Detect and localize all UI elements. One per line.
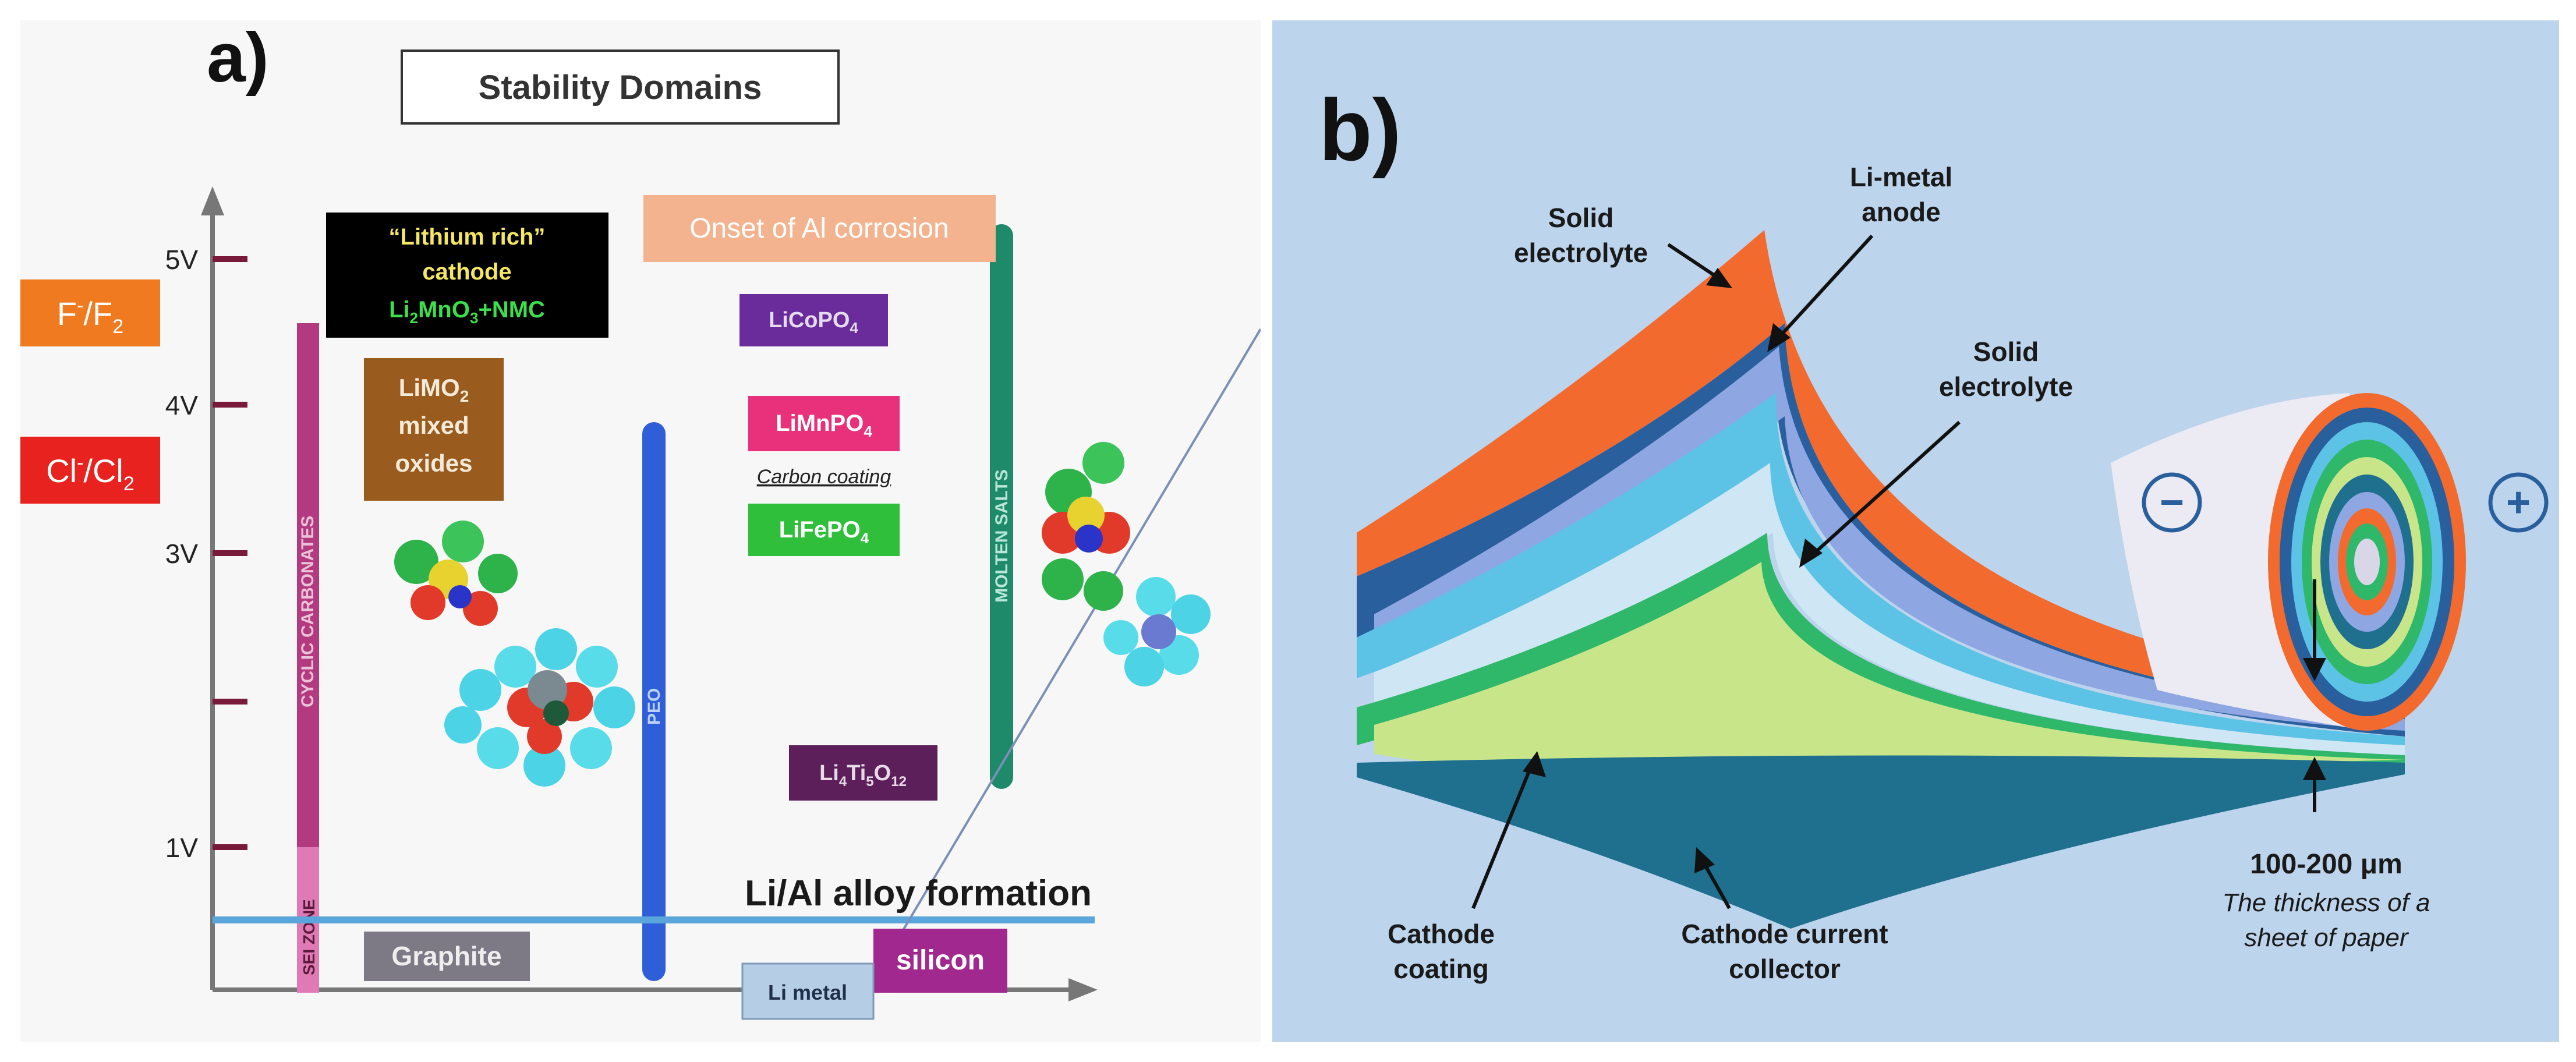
chlorine-couple-box [20,437,160,504]
positive-terminal-icon [2488,472,2549,533]
limo2-line1: LiMO2 [399,374,469,405]
limnpo4-label: LiMnPO4 [776,410,872,440]
limo2-line2: mixed [398,412,469,439]
label-solid-electrolyte-top-2: electrolyte [1514,238,1648,268]
arrowhead-cathode-current-collector [1694,847,1715,873]
chlorine-couple-label: Cl-/Cl2 [46,452,135,495]
layer-electrolyte-face [1374,463,2405,755]
li4ti5o12-label: Li4Ti5O12 [819,761,907,790]
label-solid-electrolyte-mid-1: Solid [1973,337,2039,367]
silicon-label: silicon [896,945,985,976]
cyclic-carbonates-label: CYCLIC CARBONATES [298,516,317,707]
layer-cathode-coating-edge [1357,533,2405,769]
negative-terminal-icon [2142,472,2202,533]
layer-stack [1357,230,2405,929]
arrow-solid-electrolyte-mid [1806,420,1961,561]
li-al-alloy-label: Li/Al alloy formation [745,873,1092,914]
arrow-li-metal-anode [1774,234,1874,342]
lifepo4-label: LiFePO4 [779,517,869,547]
negative-terminal-label: − [2160,479,2184,526]
carbon-coating-label: Carbon coating [757,466,891,488]
label-cathode-coating-2: coating [1393,954,1489,984]
lithium-rich-line1: “Lithium rich” [389,224,546,250]
arrow-cathode-coating [1471,764,1533,909]
thickness-value: 100-200 μm [2250,849,2402,880]
tick-label-3v: 3V [165,539,199,569]
roll-core [2354,539,2380,585]
arrowhead-solid-electrolyte-mid [1799,539,1823,568]
molten-salts-bar [990,224,1013,789]
label-cathode-coating-1: Cathode [1388,919,1495,949]
layer-solid-electrolyte-mid [1357,393,2405,754]
label-solid-electrolyte-top-1: Solid [1548,203,1613,233]
title: Stability Domains [479,69,762,107]
arrow-cathode-current-collector [1701,861,1731,909]
layer-cathode-coating [1374,562,2405,778]
positive-terminal-label: + [2506,479,2531,526]
li-metal-box [741,962,875,1020]
arrow-solid-electrolyte-top [1667,243,1722,281]
limnpo4-box [748,396,900,451]
limo2-box [364,358,504,501]
thickness-arrowhead-bottom [2303,757,2326,780]
silicon-box [873,929,1007,993]
lithium-rich-box [326,213,608,338]
label-cathode-current-collector-2: collector [1729,954,1841,984]
panel-b: b) − + Solid electrolyte Li-metal anode … [1272,20,2559,1042]
al-corrosion-label: Onset of Al corrosion [689,213,949,244]
layer-solid-electrolyte-top [1357,230,2405,716]
arrowhead-li-metal-anode [1767,323,1791,352]
lithium-rich-line2: cathode [422,259,511,285]
licopo4-label: LiCoPO4 [769,308,858,337]
label-li-metal-anode-2: anode [1862,197,1940,227]
label-li-metal-anode-1: Li-metal [1850,162,1952,192]
y-axis-arrow [201,186,224,215]
licopo4-box [739,294,888,346]
thickness-note-2: sheet of paper [2244,923,2409,952]
cyclic-carbonates-bar [297,323,319,847]
graphite-label: Graphite [391,941,501,971]
graphite-box [364,932,530,981]
molecule-left-small [394,521,518,626]
molten-salts-label: MOLTEN SALTS [992,469,1011,603]
label-solid-electrolyte-mid-2: electrolyte [1939,371,2073,402]
peo-label: PEO [645,688,664,725]
arrowhead-cathode-coating [1523,751,1546,777]
lifepo4-box [748,504,900,556]
stability-domains-diagram: a) Stability Domains 5V 4V 3V 1V F-/F2 C… [20,19,1262,1020]
battery-layers-diagram: b) − + Solid electrolyte Li-metal anode … [1319,81,2549,984]
x-axis-arrow [1068,978,1098,1001]
layer-cathode-current-collector [1357,755,2405,929]
fluorine-couple-label: F-/F2 [57,295,123,338]
fluorine-couple-box [20,279,160,346]
al-corrosion-box [643,195,996,262]
sei-zone-label: SEI ZONE [300,899,318,975]
label-cathode-current-collector-1: Cathode current [1681,919,1888,949]
battery-roll [2111,393,2466,731]
thickness-note-1: The thickness of a [2222,888,2430,917]
panel-a: a) Stability Domains 5V 4V 3V 1V F-/F2 C… [20,19,1262,1042]
tick-label-4v: 4V [165,390,199,420]
arrowhead-solid-electrolyte-top [1706,268,1732,288]
thickness-arrowhead-top [2303,658,2326,681]
tick-label-5v: 5V [165,245,199,275]
li-metal-label: Li metal [768,980,847,1004]
tick-label-1v: 1V [165,833,199,863]
limo2-line3: oxides [395,449,472,477]
title-box [401,49,840,125]
li4ti5o12-box [789,745,937,801]
panel-b-label: b) [1319,81,1402,179]
molecule-left-cluster [444,628,635,787]
lithium-rich-formula: Li2MnO3+NMC [389,297,545,327]
peo-bar [642,422,666,981]
panel-a-label: a) [207,20,269,97]
diagonal-line [866,328,1262,991]
molecule-right [1042,442,1211,686]
